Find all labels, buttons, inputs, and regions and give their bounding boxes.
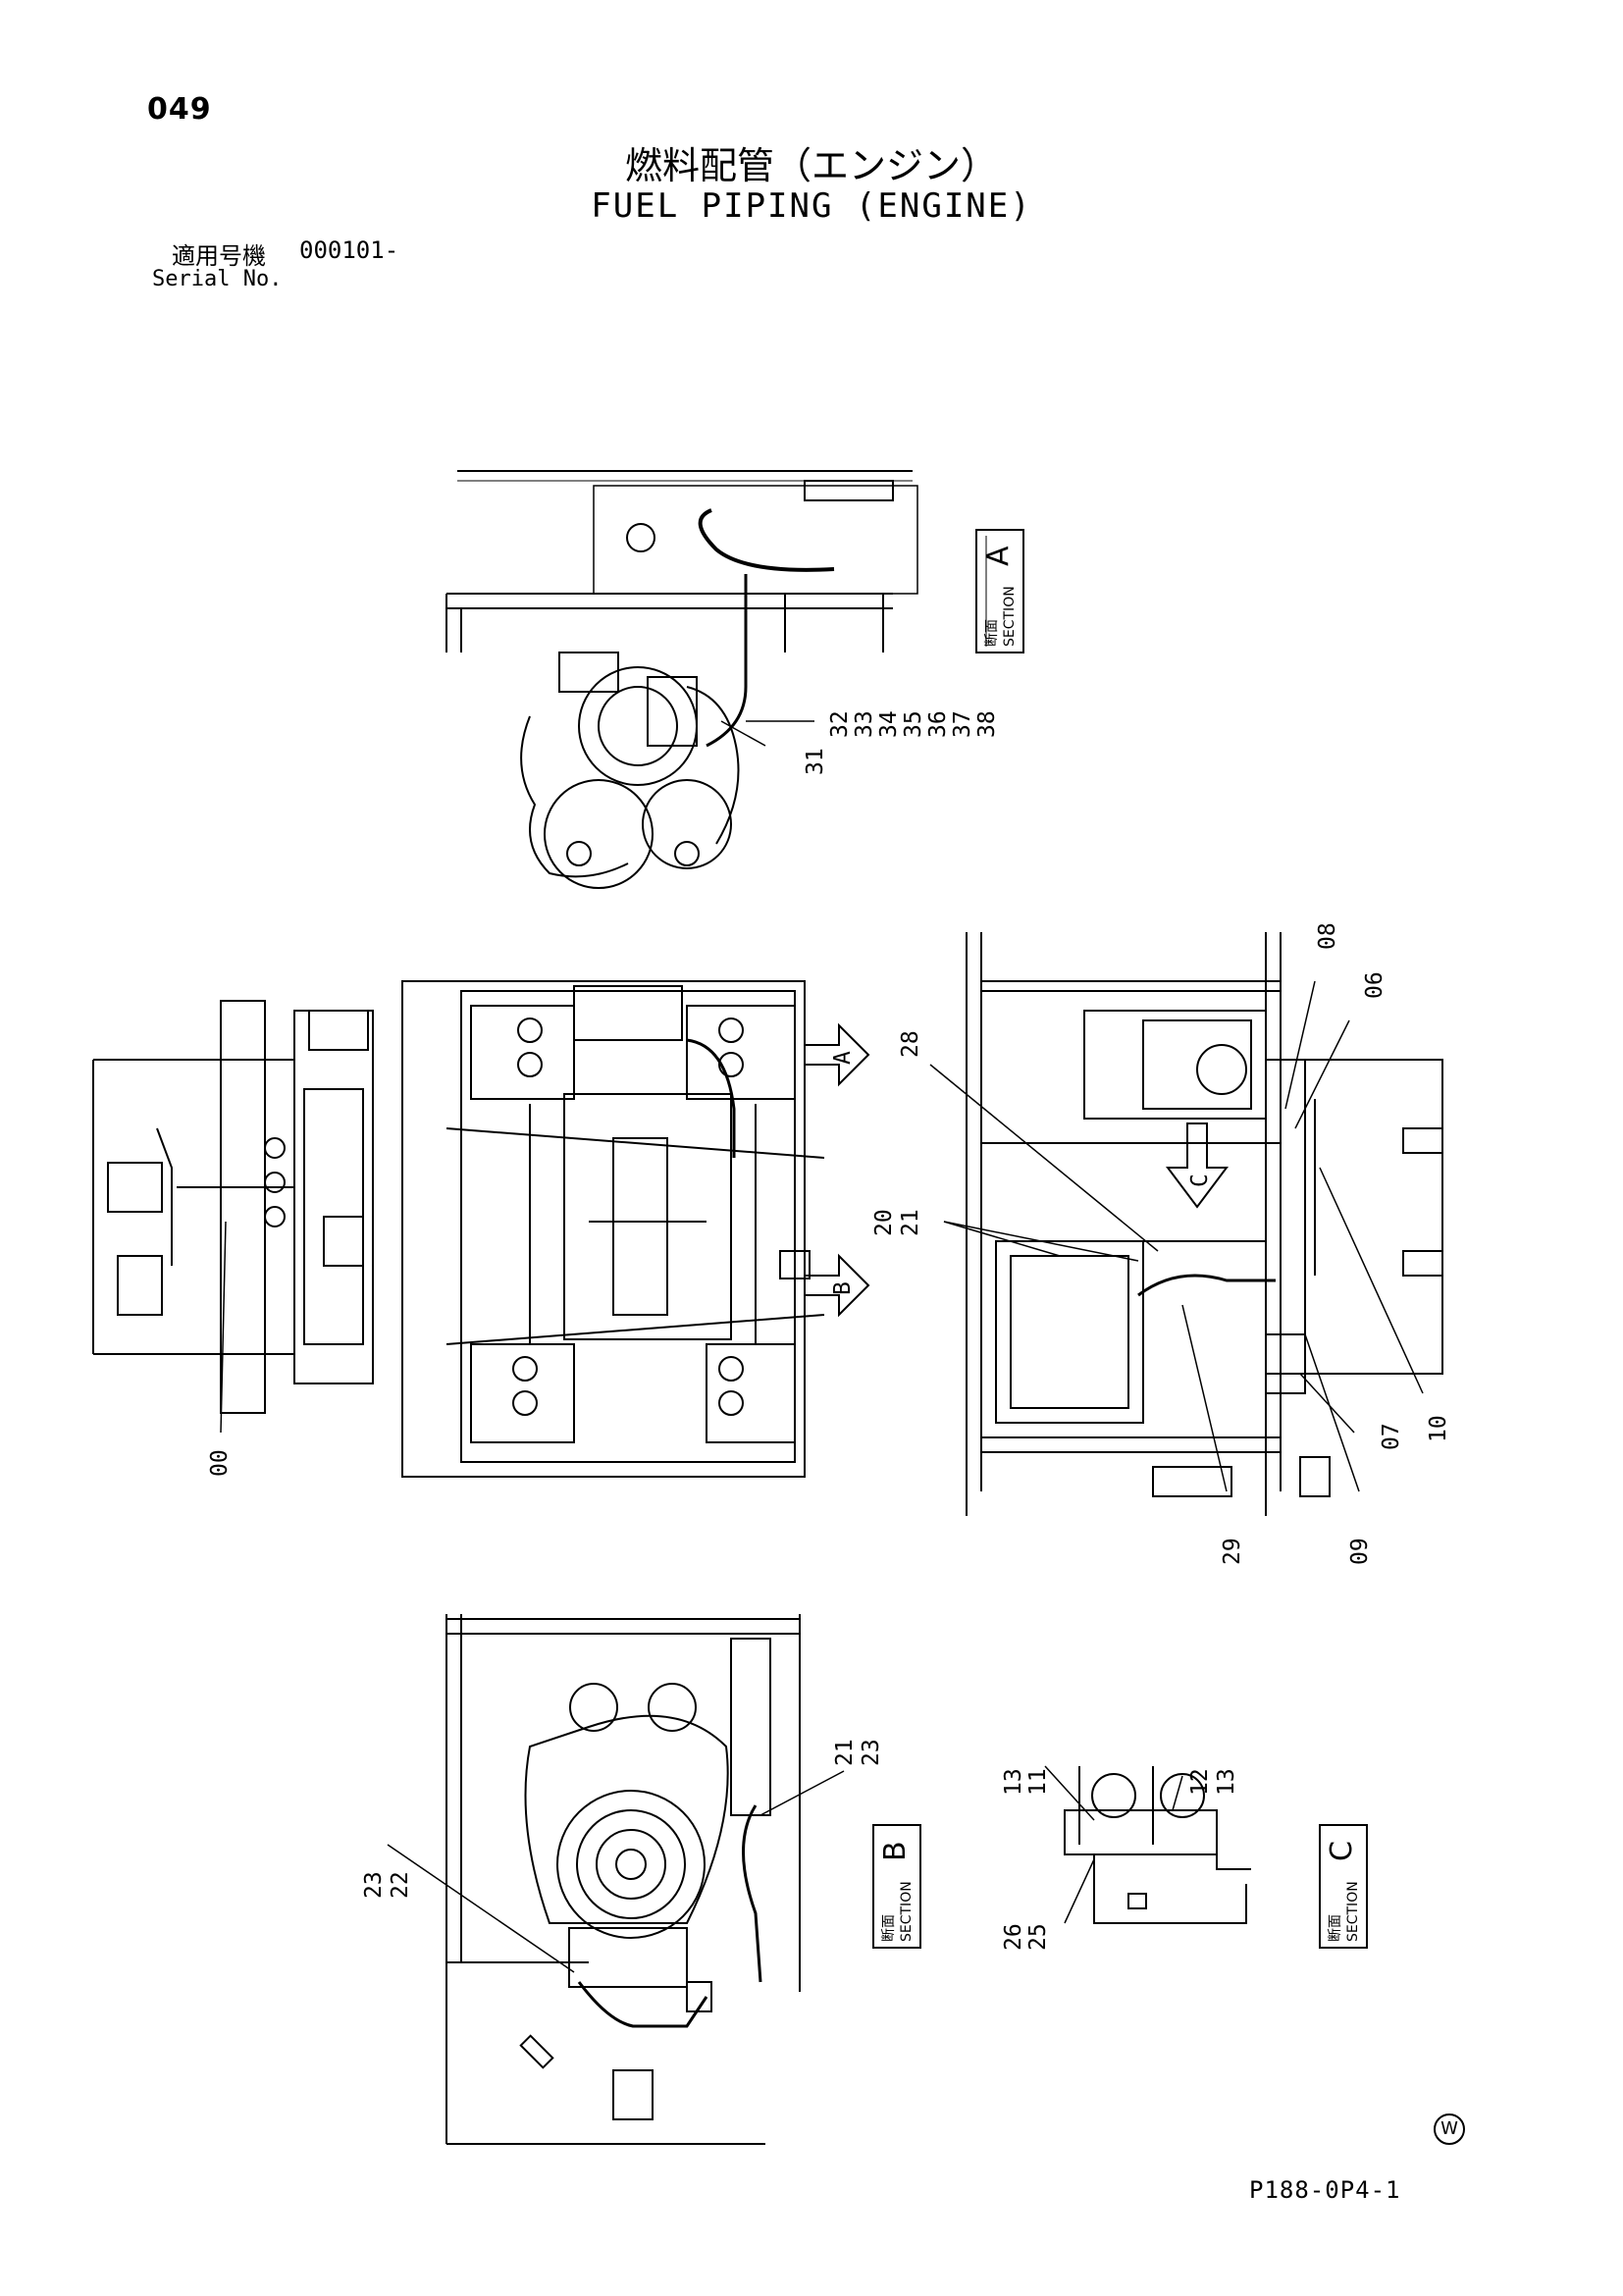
callout-20: 20 [871,1209,897,1236]
section-c-en: SECTION [1345,1881,1361,1942]
section-b-box: 断面 SECTION B [872,1824,921,1949]
section-c-drawing [1064,1766,1251,1924]
callout-31: 31 [803,748,828,775]
callout-12-c: 12 [1187,1768,1213,1796]
callout-09: 09 [1347,1538,1373,1565]
view-arrow-b-letter: B [830,1281,856,1295]
callout-21-b: 21 [832,1739,858,1766]
callout-10: 10 [1426,1415,1451,1442]
section-c-jp: 断面 [1328,1914,1343,1942]
callout-25-c: 25 [1025,1923,1051,1951]
callout-23-b: 23 [859,1739,884,1766]
callout-28: 28 [898,1030,923,1058]
callout-13-c2: 13 [1214,1768,1239,1796]
section-b-jp: 断面 [881,1914,897,1942]
title-english: FUEL PIPING (ENGINE) [591,186,1032,226]
callout-38: 38 [974,710,1000,738]
callout-13-c: 13 [1001,1768,1026,1796]
drawing-number: P188-0P4-1 [1249,2176,1401,2204]
callout-35: 35 [901,710,926,738]
section-a-jp: 断面 [984,619,1000,647]
callout-32: 32 [827,710,853,738]
left-side-drawing [92,1000,374,1414]
callout-36: 36 [925,710,951,738]
callout-00: 00 [207,1449,233,1477]
section-a-box: 断面 SECTION A [975,529,1024,653]
view-arrow-a-letter: A [830,1051,856,1065]
section-c-box: 断面 SECTION C [1319,1824,1368,1949]
section-b-leaders [387,1770,845,1973]
right-view-drawing [966,932,1443,1516]
callout-33: 33 [852,710,877,738]
left-side-leader [220,1221,227,1434]
callout-23-b2: 23 [361,1871,387,1899]
callout-11-c: 11 [1025,1768,1051,1796]
callout-08: 08 [1315,922,1340,950]
serial-value: 000101- [299,236,399,264]
section-a-letter: A [981,546,1016,566]
serial-label-japanese: 適用号機 [172,242,266,270]
callout-22-b: 22 [388,1871,413,1899]
section-a-en: SECTION [1002,586,1018,647]
callout-26-c: 26 [1001,1923,1026,1951]
w-mark: W [1434,2113,1465,2145]
right-view-leaders [929,980,1424,1492]
page-number: 049 [147,92,212,127]
serial-label-english: Serial No. [152,267,283,291]
callout-06: 06 [1362,971,1387,999]
section-b-drawing [445,1614,801,2145]
section-a-leaders [720,720,814,747]
callout-34: 34 [876,710,902,738]
section-b-letter: B [878,1841,913,1861]
callout-07: 07 [1379,1423,1404,1450]
section-c-leaders [1044,1765,1183,1924]
callout-21: 21 [898,1209,923,1236]
section-c-letter: C [1325,1841,1359,1861]
title-japanese: 燃料配管（エンジン） [624,144,998,187]
callout-29: 29 [1220,1538,1245,1565]
section-a-drawing [445,470,918,889]
callout-37: 37 [950,710,975,738]
plan-view-drawing [401,980,870,1478]
section-b-en: SECTION [899,1881,915,1942]
view-arrow-c-letter: C [1187,1174,1213,1187]
